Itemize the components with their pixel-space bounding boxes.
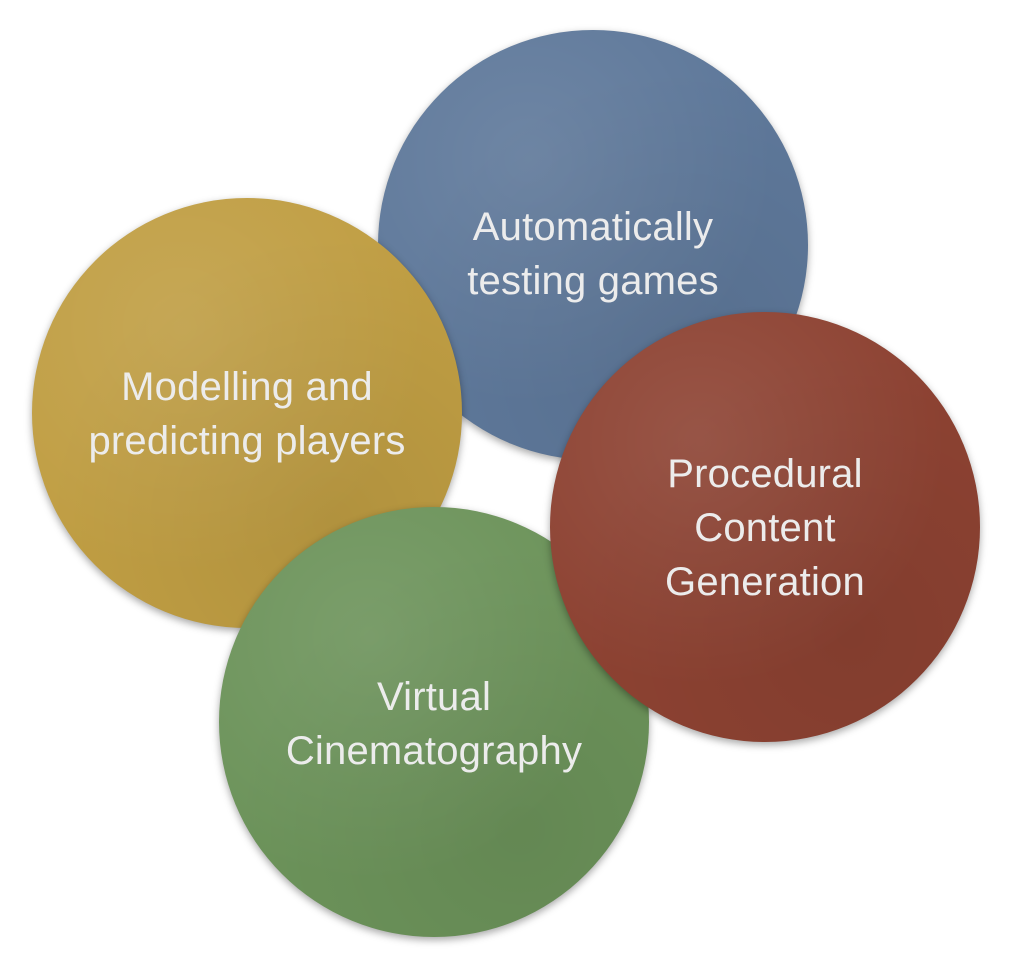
circle-procedural-content-generation: Procedural Content Generation — [550, 312, 980, 742]
circle-modelling-and-predicting-players: Modelling and predicting players — [32, 198, 462, 628]
circle-automatically-testing-games: Automatically testing games — [378, 30, 808, 460]
circle-label-virtual-cinematography: Virtual Cinematography — [285, 675, 583, 773]
circle-virtual-cinematography: Virtual Cinematography — [219, 507, 649, 937]
circle-label-automatically-testing-games: Automatically testing games — [467, 205, 719, 303]
circle-label-modelling-and-predicting-players: Modelling and predicting players — [88, 365, 406, 463]
circle-label-procedural-content-generation: Procedural Content Generation — [665, 452, 865, 604]
